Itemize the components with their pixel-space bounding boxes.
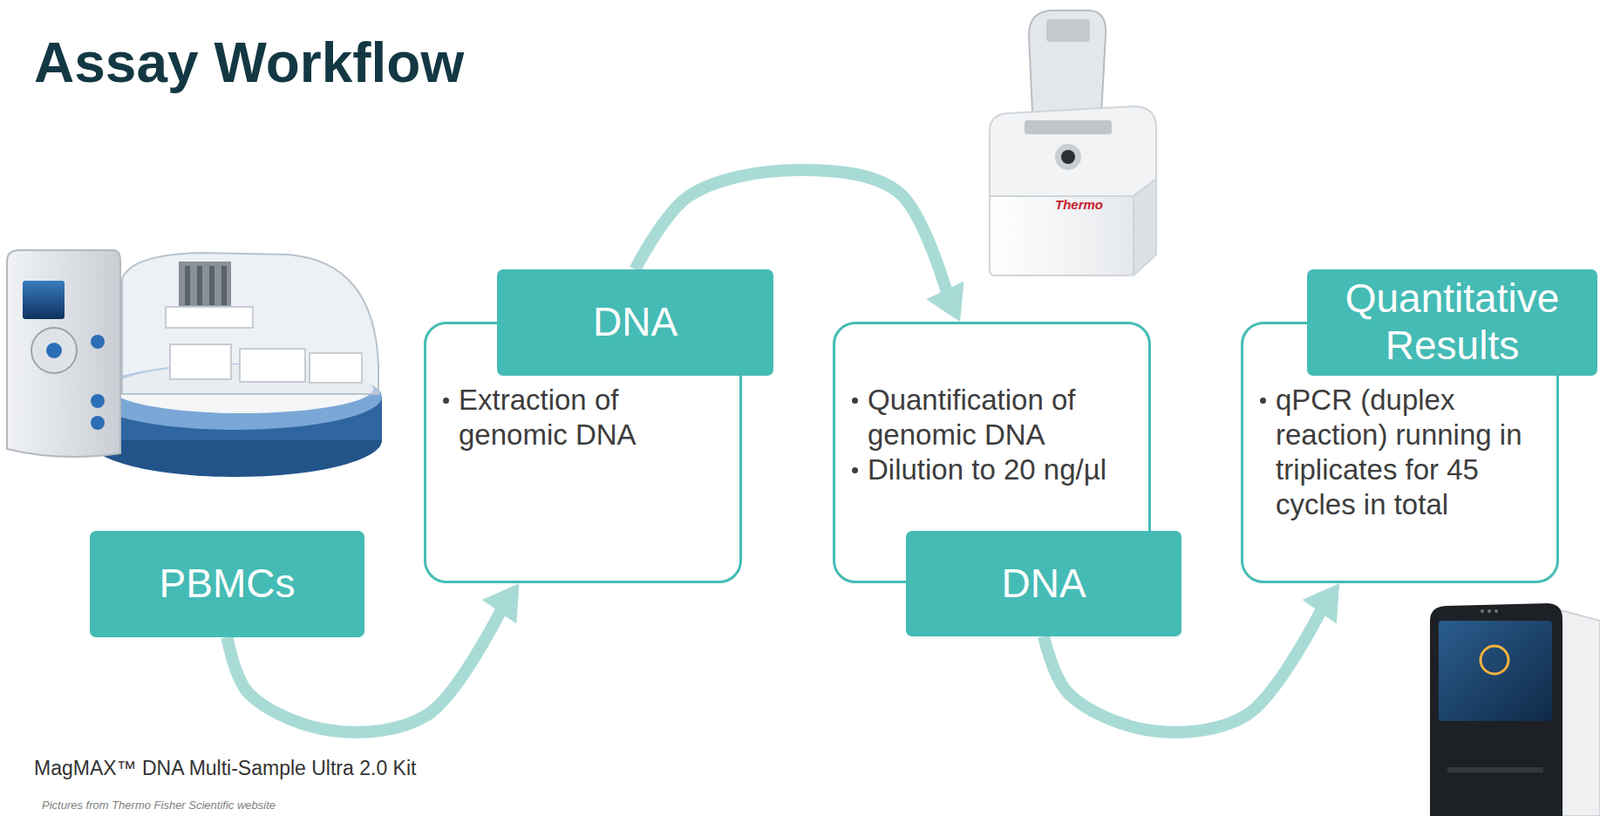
step-label-tab: DNA (497, 269, 774, 376)
step-label-tab: PBMCs (89, 531, 365, 638)
diagram-title: Assay Workflow (34, 31, 464, 96)
quantstudio-instrument-part (1487, 609, 1492, 613)
step-label-tab: Quantitative Results (1307, 269, 1598, 376)
kingfisher-instrument-part (170, 344, 232, 380)
label-holder: Thermo (1055, 197, 1103, 213)
flow-arrow-head (482, 583, 520, 625)
kingfisher-instrument-part (239, 348, 306, 382)
title-holder: Assay Workflow (34, 31, 464, 96)
nanodrop-instrument-part (1046, 19, 1090, 42)
kingfisher-instrument-part (209, 265, 215, 306)
kingfisher-instrument-part (309, 353, 362, 383)
step-label: DNA (584, 299, 687, 347)
nanodrop-instrument-part (1055, 143, 1082, 171)
quantstudio-instrument-part (1494, 609, 1498, 613)
quantstudio-instrument-part (1560, 610, 1600, 816)
quantstudio-instrument-part (1438, 620, 1553, 722)
step-label: PBMCs (150, 560, 305, 608)
flow-arrow-head (1302, 583, 1341, 625)
kingfisher-instrument-part (221, 265, 227, 306)
quantstudio-instrument-part (1480, 646, 1509, 675)
kingfisher-instrument-part (6, 250, 121, 457)
quantstudio-instrument-part (1447, 767, 1544, 773)
step-label: Quantitative Results (1307, 275, 1598, 370)
nanodrop-instrument-part (989, 196, 1134, 276)
kingfisher-instrument-part (122, 252, 379, 395)
step-description-list: qPCR (duplex reaction) running in tripli… (1275, 382, 1545, 523)
step-description: Quantification of genomic DNA (867, 382, 1137, 453)
nanodrop-instrument-part (989, 106, 1157, 197)
kingfisher-instrument-part (22, 280, 65, 320)
kingfisher-instrument-part (90, 394, 105, 409)
nanodrop-instrument (989, 10, 1157, 276)
kingfisher-instrument-part (90, 334, 105, 349)
kingfisher-instrument-part (46, 342, 62, 359)
step-description-list: Extraction of genomic DNA (458, 382, 728, 453)
quantstudio-instrument-part (1480, 609, 1485, 613)
picture-credit: Pictures from Thermo Fisher Scientific w… (41, 798, 276, 813)
brand-logo-text: Thermo (1055, 197, 1103, 213)
step-description-list: Quantification of genomic DNADilution to… (867, 382, 1137, 488)
step-description: qPCR (duplex reaction) running in tripli… (1275, 382, 1545, 523)
flow-arrow-head (925, 281, 964, 322)
label-holder: Pictures from Thermo Fisher Scientific w… (41, 798, 276, 813)
step-label-tab: DNA (905, 531, 1182, 637)
nanodrop-instrument-part (1133, 178, 1157, 276)
kit-name: MagMAX™ DNA Multi-Sample Ultra 2.0 Kit (34, 756, 416, 782)
kingfisher-instrument (6, 250, 382, 477)
kingfisher-instrument-part (178, 261, 232, 310)
quantstudio-instrument-part (1429, 603, 1563, 816)
kingfisher-instrument-part (165, 306, 253, 328)
label-holder: MagMAX™ DNA Multi-Sample Ultra 2.0 Kit (34, 756, 416, 782)
nanodrop-instrument-part (1024, 120, 1112, 135)
quantstudio-instrument (1429, 603, 1600, 816)
nanodrop-instrument-part (1061, 149, 1076, 164)
kingfisher-instrument-part (90, 415, 105, 430)
kingfisher-instrument-part (31, 327, 77, 374)
step-description: Dilution to 20 ng/µl (867, 452, 1137, 488)
kingfisher-instrument-part (184, 265, 191, 306)
step-description: Extraction of genomic DNA (458, 382, 728, 453)
step-label: DNA (992, 560, 1095, 608)
kingfisher-instrument-part (197, 265, 203, 306)
